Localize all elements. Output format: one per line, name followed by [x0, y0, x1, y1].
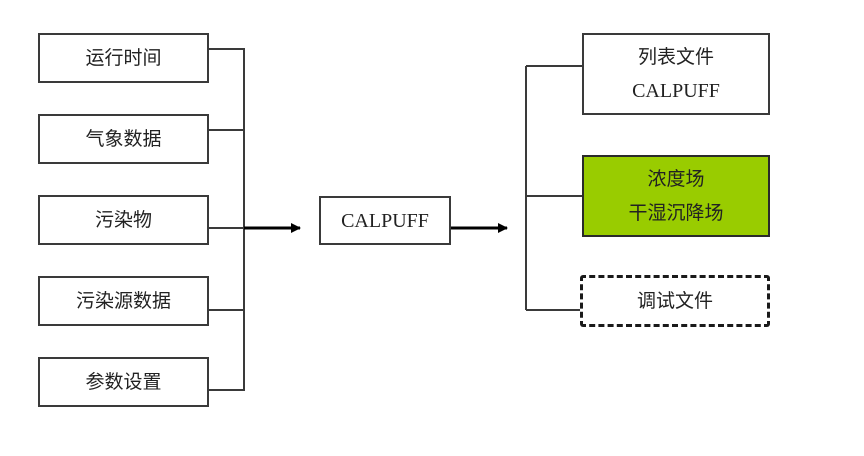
output-label-line1: 浓度场	[647, 168, 705, 190]
input-label: 参数设置	[85, 371, 162, 393]
input-bracket	[208, 48, 245, 391]
input-label: 污染物	[94, 209, 152, 231]
input-box-parameters: 参数设置	[38, 357, 209, 407]
output-box-concentration: 浓度场 干湿沉降场	[582, 155, 770, 237]
output-box-list-file: 列表文件 CALPUFF	[582, 33, 770, 115]
output-bracket	[525, 65, 582, 311]
output-box-debug-file: 调试文件	[580, 275, 770, 327]
output-label-line1: 调试文件	[636, 290, 713, 312]
output-label-line1: 列表文件	[637, 46, 714, 68]
output-label-line2: CALPUFF	[632, 80, 720, 102]
input-box-pollutant: 污染物	[38, 195, 209, 245]
input-label: 气象数据	[85, 128, 162, 150]
input-box-source-data: 污染源数据	[38, 276, 209, 326]
input-label: 污染源数据	[75, 290, 171, 312]
input-box-meteorology: 气象数据	[38, 114, 209, 164]
input-label: 运行时间	[85, 47, 162, 69]
output-label-line2: 干湿沉降场	[628, 202, 724, 224]
calpuff-model-box: CALPUFF	[319, 196, 451, 245]
model-label: CALPUFF	[341, 209, 429, 232]
input-box-run-time: 运行时间	[38, 33, 209, 83]
